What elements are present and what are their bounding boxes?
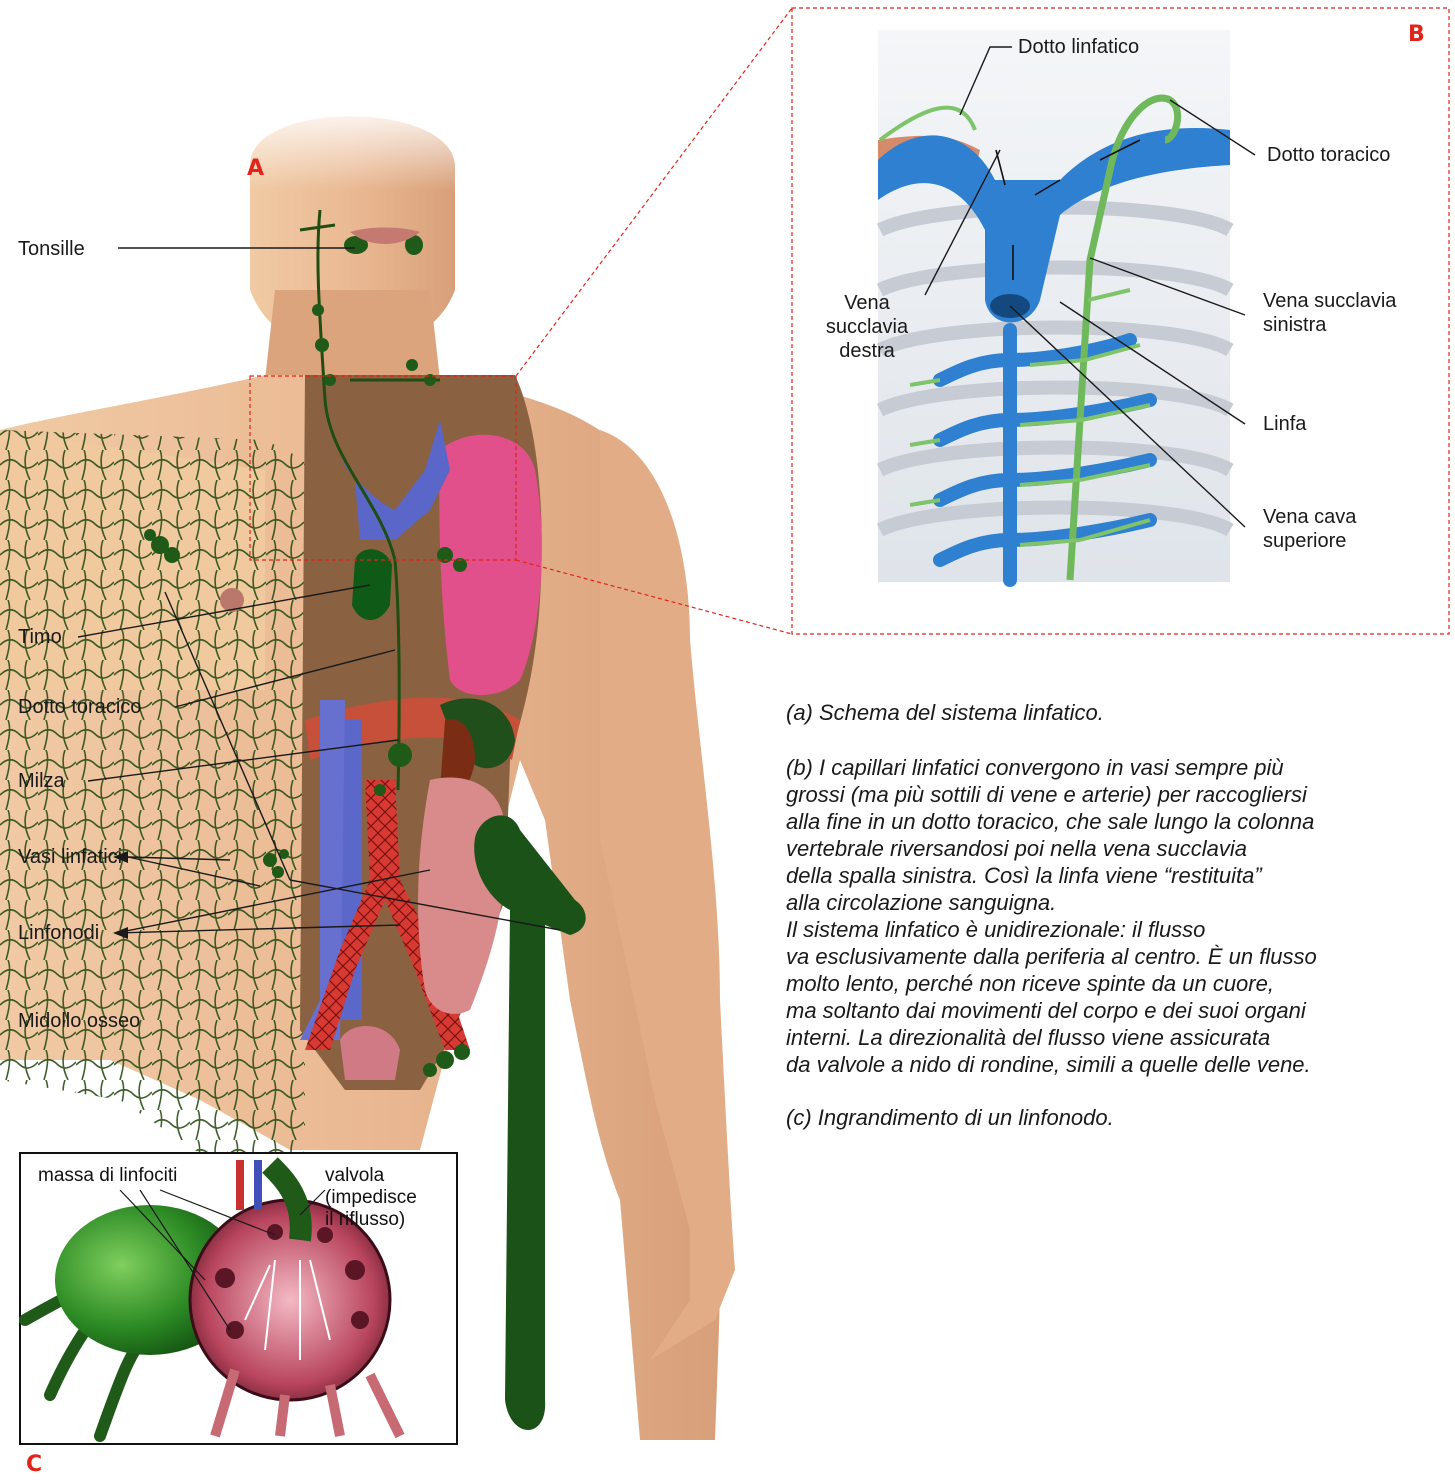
label-vena-succlavia-destra: Vena succlavia destra [812, 291, 922, 363]
label-vasi-linfatici: Vasi linfatici [18, 845, 122, 869]
panel-label-a: A [247, 156, 264, 181]
label-valvola: valvola (impedisce il riflusso) [325, 1165, 417, 1231]
label-dotto-linfatico: Dotto linfatico [1018, 35, 1139, 59]
label-dotto-toracico-a: Dotto toracico [18, 695, 141, 719]
label-timo: Timo [18, 625, 62, 649]
label-midollo-osseo: Midollo osseo [18, 1009, 140, 1033]
label-linfonodi: Linfonodi [18, 921, 99, 945]
panel-label-c: C [26, 1452, 42, 1477]
label-tonsille: Tonsille [18, 237, 85, 261]
caption-b: (b) I capillari linfatici convergono in … [786, 754, 1317, 1078]
panel-b-illustration [878, 30, 1230, 582]
label-massa-linfociti: massa di linfociti [38, 1165, 177, 1187]
panel-label-b: B [1408, 22, 1425, 47]
caption-c: (c) Ingrandimento di un linfonodo. [786, 1104, 1114, 1131]
label-vena-cava-superiore: Vena cava superiore [1263, 505, 1356, 553]
caption-a: (a) Schema del sistema linfatico. [786, 699, 1104, 726]
label-vena-succlavia-sinistra: Vena succlavia sinistra [1263, 289, 1396, 337]
label-linfa: Linfa [1263, 412, 1306, 436]
label-milza: Milza [18, 769, 65, 793]
label-dotto-toracico-b: Dotto toracico [1267, 143, 1390, 167]
